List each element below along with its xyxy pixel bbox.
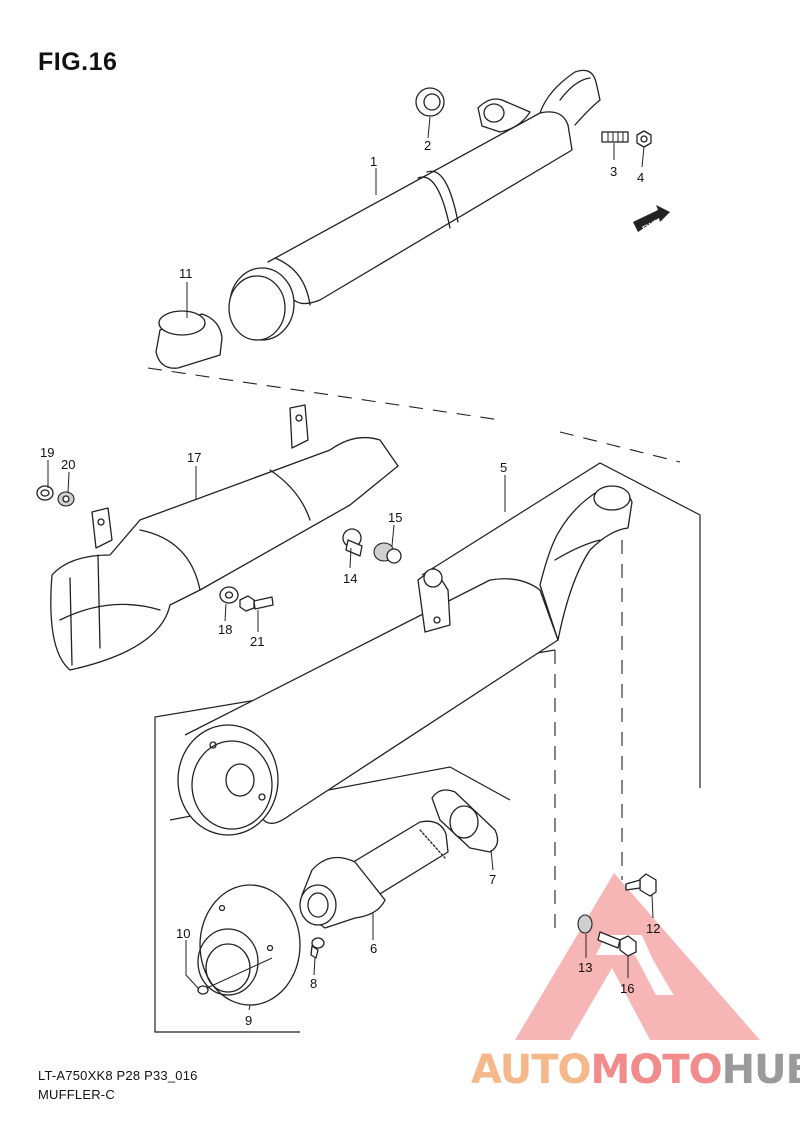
- long-bolt-part: [597, 931, 637, 957]
- callout-12: 12: [646, 921, 660, 936]
- sleeve-part: [155, 310, 223, 369]
- watermark-auto: AUTO: [471, 1047, 591, 1093]
- end-cap-part: [197, 884, 301, 1006]
- heat-shield-part: [50, 404, 399, 671]
- callout-5: 5: [500, 460, 507, 475]
- callout-17: 17: [187, 450, 201, 465]
- callout-7: 7: [489, 872, 496, 887]
- nut-part: [636, 130, 652, 148]
- flange-bolt-part: [625, 873, 657, 897]
- callout-14: 14: [343, 571, 357, 586]
- callout-3: 3: [610, 164, 617, 179]
- callout-19: 19: [40, 445, 54, 460]
- cap-part: [36, 485, 54, 501]
- callout-18: 18: [218, 622, 232, 637]
- small-screw-part: [197, 957, 273, 995]
- leader-lines: [47, 116, 654, 1011]
- callout-16: 16: [620, 981, 634, 996]
- screw-part: [310, 937, 325, 959]
- rubber-mount-part: [373, 542, 402, 564]
- watermark-hub: HUB: [721, 1047, 800, 1093]
- callout-6: 6: [370, 941, 377, 956]
- callout-numbers: 1 2 3 4 5 6 7 8 9 10 11 12 13 14 15 16 1…: [40, 138, 660, 1028]
- callout-10: 10: [176, 926, 190, 941]
- washer-part: [219, 586, 239, 604]
- callout-9: 9: [245, 1013, 252, 1028]
- callout-1: 1: [370, 154, 377, 169]
- callout-21: 21: [250, 634, 264, 649]
- figure-name: MUFFLER-C: [38, 1087, 115, 1102]
- callout-11: 11: [179, 266, 193, 281]
- callout-4: 4: [637, 170, 644, 185]
- callout-20: 20: [61, 457, 75, 472]
- forward-direction-icon: FWD: [633, 205, 670, 234]
- callout-15: 15: [388, 510, 402, 525]
- flat-washer-part: [577, 914, 593, 934]
- callout-13: 13: [578, 960, 592, 975]
- stud-bolt-part: [601, 131, 629, 143]
- watermark-moto: MOTO: [590, 1047, 723, 1093]
- callout-2: 2: [424, 138, 431, 153]
- watermark-triangle-icon: [515, 873, 760, 1040]
- bolt-part: [239, 595, 274, 612]
- gasket-part: [431, 789, 499, 853]
- watermark-logo: AUTOMOTOHUB: [471, 1047, 800, 1093]
- gasket-ring-part: [415, 87, 445, 117]
- callout-8: 8: [310, 976, 317, 991]
- figure-code: LT-A750XK8 P28 P33_016: [38, 1068, 198, 1083]
- muffler-body-part: [177, 485, 633, 836]
- spark-arrester-part: [299, 820, 449, 929]
- figure-title: FIG.16: [38, 48, 118, 76]
- grommet-part: [57, 491, 75, 507]
- muffler-pipe-part: [228, 69, 601, 341]
- collar-part: [342, 528, 363, 557]
